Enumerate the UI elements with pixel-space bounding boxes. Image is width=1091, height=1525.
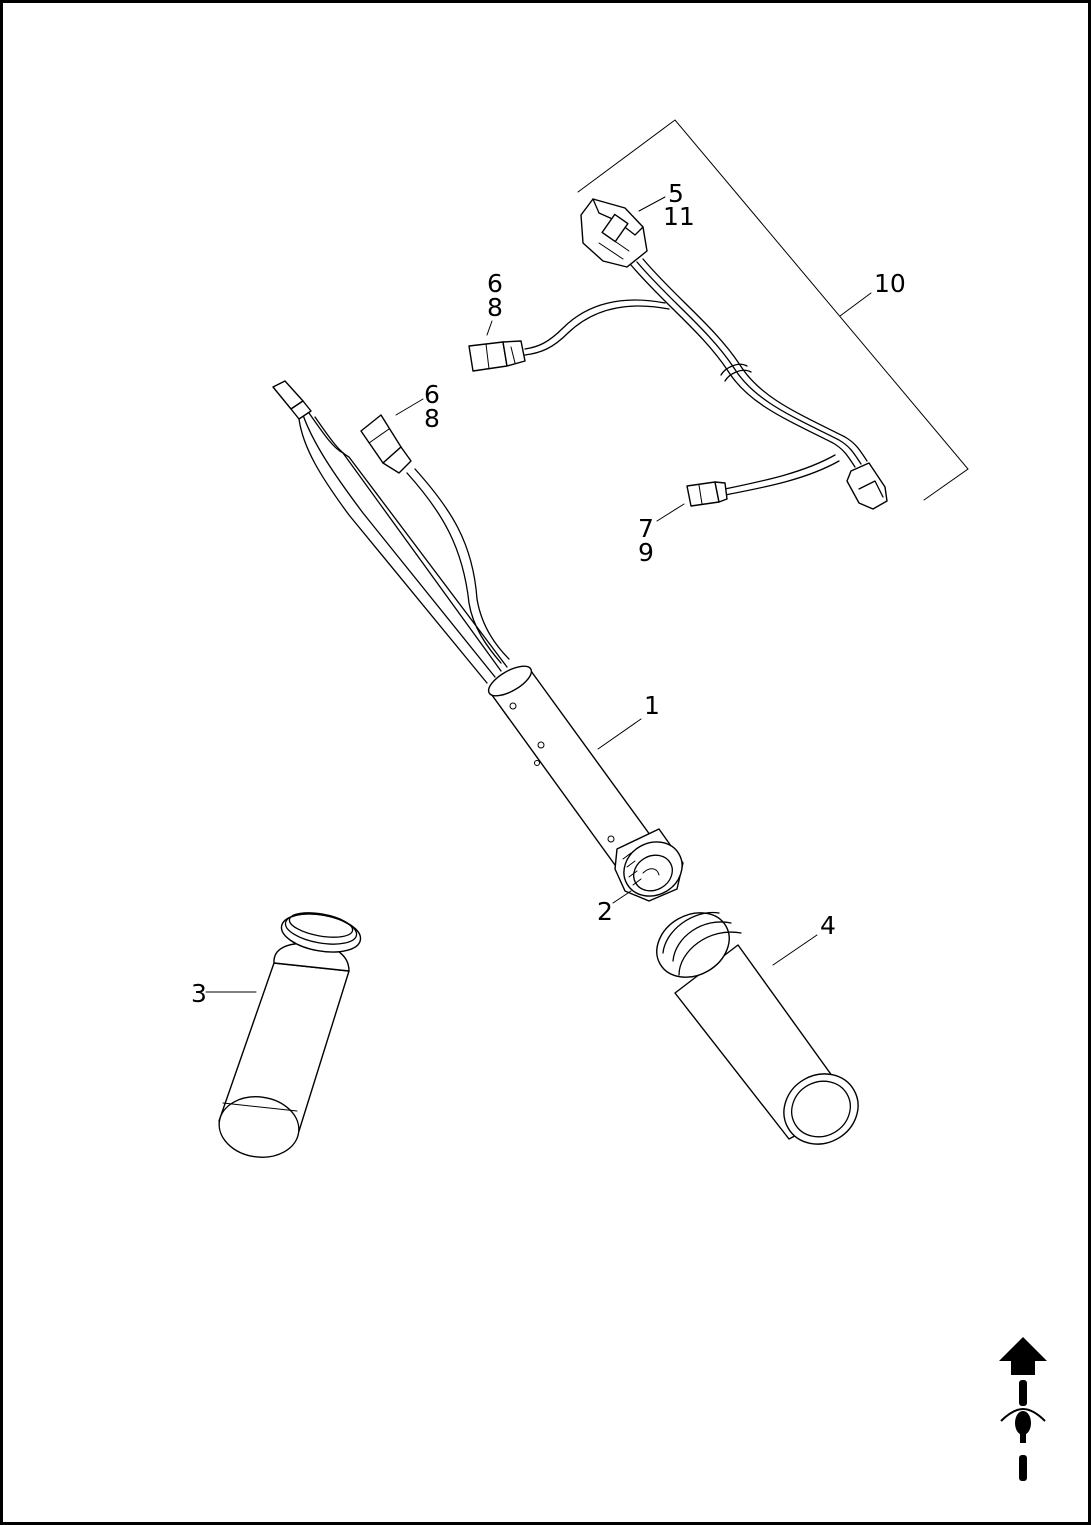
callout-4: 4 (820, 911, 836, 940)
callout-11: 11 (663, 202, 695, 231)
callout-9: 9 (638, 538, 654, 567)
callout-5: 5 (668, 179, 684, 208)
callout-2: 2 (597, 897, 613, 926)
retainer-ring (614, 828, 684, 902)
callout-8-lower: 8 (424, 404, 440, 433)
callout-10: 10 (874, 269, 906, 298)
callout-labels: 5 11 10 6 8 6 8 7 9 1 2 3 4 (191, 179, 906, 1008)
leader-lines (205, 196, 818, 993)
left-grip (218, 912, 362, 1158)
motorcycle-top-view-front-arrow-icon (999, 1337, 1047, 1481)
callout-6-lower: 6 (424, 380, 440, 409)
callout-7: 7 (638, 514, 654, 543)
right-grip (656, 911, 859, 1145)
harness-group-bracket (577, 119, 969, 501)
callout-8-upper: 8 (487, 293, 503, 322)
exploded-parts-diagram: 5 11 10 6 8 6 8 7 9 1 2 3 4 (191, 119, 1047, 1481)
wiring-harness (468, 198, 888, 510)
callout-1: 1 (644, 691, 660, 720)
callout-6-upper: 6 (487, 269, 503, 298)
callout-3: 3 (191, 979, 207, 1008)
grip-element-assembly (272, 380, 654, 866)
